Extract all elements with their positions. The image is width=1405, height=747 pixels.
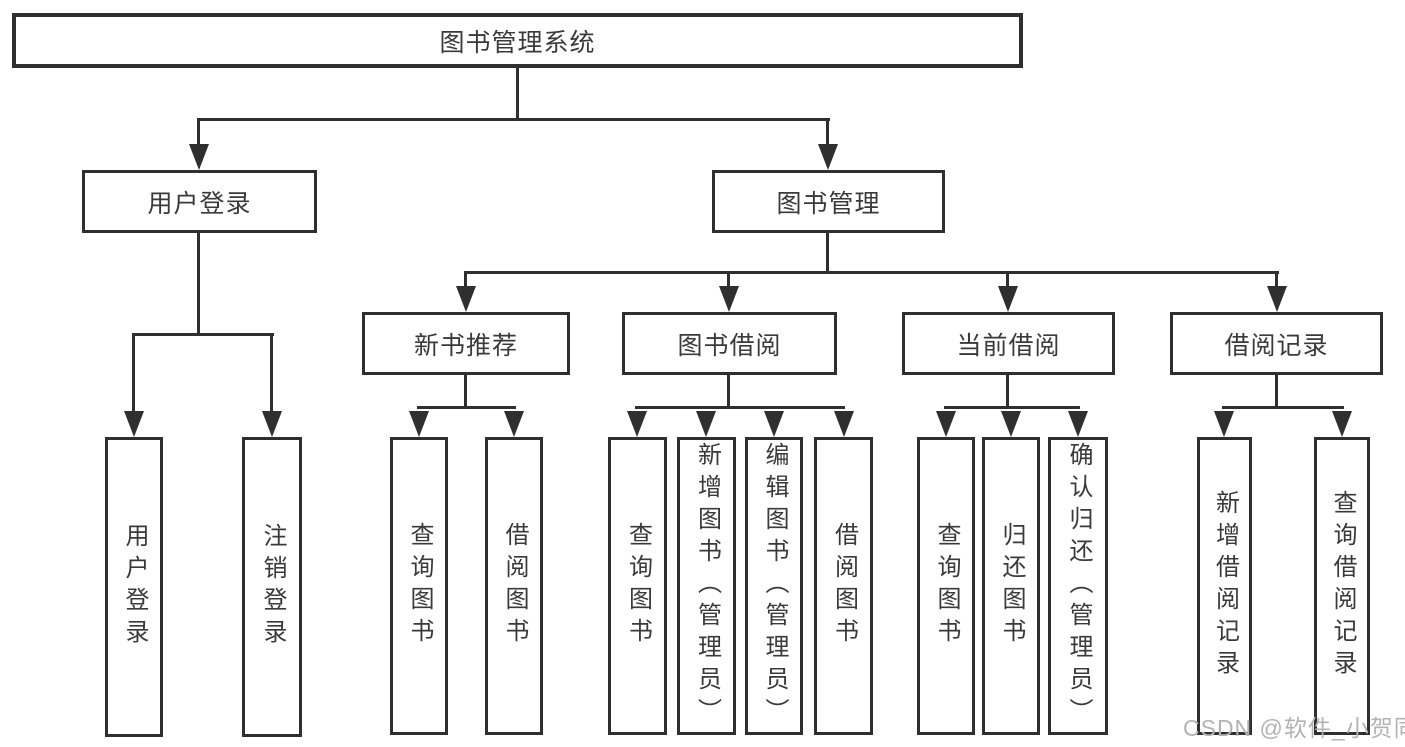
leaf-label: 新增图书（管理员） <box>693 442 721 730</box>
arrow-down-icon <box>1001 411 1021 437</box>
watermark: CSDN @软件_小贺同学 <box>1183 715 1405 741</box>
node-user-login: 用户登录 <box>82 170 317 233</box>
arrow-down-icon <box>719 286 739 312</box>
leaf-label: 用户登录 <box>121 523 148 651</box>
arrow-down-icon <box>1068 411 1088 437</box>
arrow-down-icon <box>818 144 838 170</box>
node-book-management: 图书管理 <box>712 170 945 233</box>
arrow-down-icon <box>834 411 854 437</box>
connector-line <box>197 233 200 335</box>
node-book-borrow: 图书借阅 <box>622 312 837 375</box>
leaf-label: 查询图书 <box>933 522 960 650</box>
connector-line <box>1006 375 1009 408</box>
leaf-user-login: 用户登录 <box>105 437 163 737</box>
connector-line <box>944 406 1080 409</box>
leaf-label: 借阅图书 <box>501 522 528 650</box>
connector-line <box>198 118 830 121</box>
leaf-label: 新增借阅记录 <box>1211 490 1239 682</box>
leaf-logout: 注销登录 <box>242 437 302 737</box>
connector-line <box>270 333 273 413</box>
leaf-recommend-borrow-books: 借阅图书 <box>485 437 543 735</box>
leaf-borrow-query-books: 查询图书 <box>608 437 667 735</box>
arrow-down-icon <box>627 411 647 437</box>
arrow-down-icon <box>998 286 1018 312</box>
arrow-down-icon <box>124 411 144 437</box>
connector-line <box>727 271 730 288</box>
arrow-down-icon <box>1214 411 1234 437</box>
connector-line <box>826 233 829 273</box>
leaf-label: 确认归还（管理员） <box>1065 442 1092 730</box>
leaf-label: 注销登录 <box>259 523 286 651</box>
connector-line <box>1222 406 1344 409</box>
arrow-down-icon <box>764 411 784 437</box>
leaf-label: 编辑图书（管理员） <box>761 442 788 730</box>
arrow-down-icon <box>409 411 429 437</box>
arrow-down-icon <box>456 286 476 312</box>
leaf-label: 查询图书 <box>624 522 652 650</box>
connector-line <box>417 406 516 409</box>
node-current-borrow: 当前借阅 <box>902 312 1115 375</box>
leaf-return-books: 归还图书 <box>982 437 1040 735</box>
node-root: 图书管理系统 <box>12 13 1023 68</box>
leaf-label: 查询图书 <box>406 522 433 650</box>
arrow-down-icon <box>1332 411 1352 437</box>
arrow-down-icon <box>189 144 209 170</box>
leaf-borrow-books: 借阅图书 <box>814 437 873 735</box>
leaf-add-books-admin: 新增图书（管理员） <box>677 437 736 735</box>
node-new-book-recommend: 新书推荐 <box>362 312 570 375</box>
arrow-down-icon <box>262 411 282 437</box>
connector-line <box>1275 271 1278 288</box>
connector-line <box>132 333 135 413</box>
connector-line <box>826 118 829 146</box>
connector-line <box>464 271 1279 274</box>
connector-line <box>133 333 274 336</box>
leaf-label: 查询借阅记录 <box>1329 490 1356 682</box>
leaf-recommend-query-books: 查询图书 <box>390 437 448 735</box>
arrow-down-icon <box>1267 286 1287 312</box>
connector-line <box>197 118 200 146</box>
leaf-current-query-books: 查询图书 <box>917 437 975 735</box>
leaf-query-borrow-record: 查询借阅记录 <box>1314 437 1370 735</box>
connector-line <box>464 271 467 288</box>
leaf-edit-books-admin: 编辑图书（管理员） <box>745 437 803 735</box>
leaf-label: 归还图书 <box>998 522 1025 650</box>
leaf-add-borrow-record: 新增借阅记录 <box>1197 437 1252 735</box>
connector-line <box>464 375 467 408</box>
leaf-confirm-return-admin: 确认归还（管理员） <box>1048 437 1108 735</box>
node-borrow-records: 借阅记录 <box>1170 312 1383 375</box>
arrow-down-icon <box>696 411 716 437</box>
connector-line <box>516 68 519 120</box>
arrow-down-icon <box>504 411 524 437</box>
connector-line <box>1275 375 1278 408</box>
connector-line <box>1006 271 1009 288</box>
leaf-label: 借阅图书 <box>830 522 858 650</box>
connector-line <box>727 375 730 408</box>
arrow-down-icon <box>936 411 956 437</box>
connector-line <box>635 406 845 409</box>
